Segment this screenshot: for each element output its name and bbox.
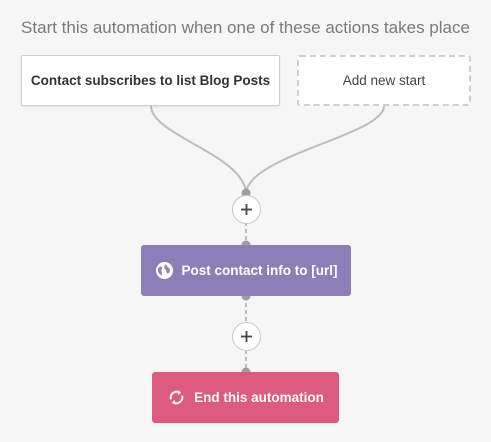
connector-trigger-2	[245, 105, 385, 194]
refresh-icon	[167, 388, 186, 407]
page-title: Start this automation when one of these …	[21, 18, 470, 37]
trigger-label: Contact subscribes to list Blog Posts	[30, 73, 271, 88]
add-step-button[interactable]	[232, 322, 261, 351]
add-new-start-button[interactable]: Add new start	[297, 55, 471, 106]
end-automation-step[interactable]: End this automation	[152, 372, 339, 423]
connector-trigger-1	[150, 105, 247, 194]
plus-icon	[241, 331, 252, 342]
action-step-webhook[interactable]: Post contact info to [url]	[141, 245, 351, 296]
plus-icon	[241, 204, 252, 215]
add-new-start-label: Add new start	[342, 73, 426, 88]
add-step-button[interactable]	[232, 195, 261, 224]
action-step-label: Post contact info to [url]	[181, 263, 338, 278]
globe-icon	[155, 261, 174, 280]
trigger-card-subscribe[interactable]: Contact subscribes to list Blog Posts	[21, 55, 280, 106]
end-step-label: End this automation	[194, 390, 324, 405]
